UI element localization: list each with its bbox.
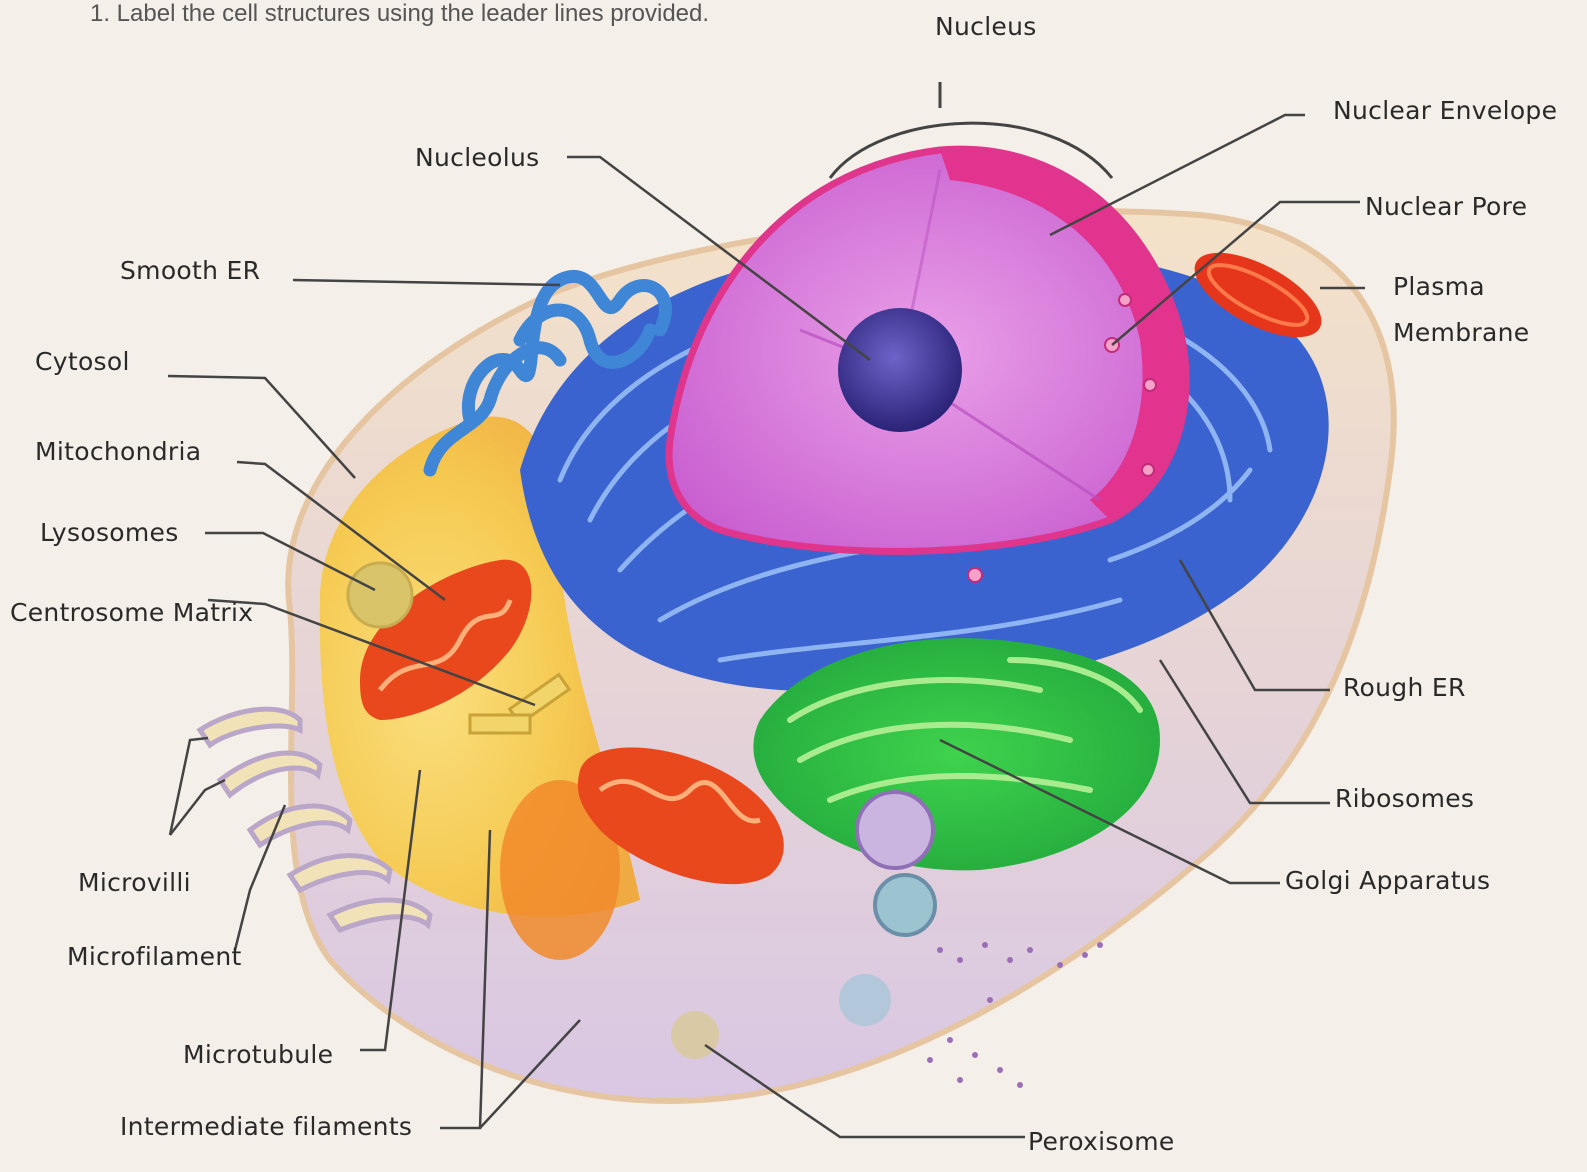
instruction-text: 1. Label the cell structures using the l… — [90, 0, 709, 28]
label-smooth-er: Smooth ER — [120, 256, 260, 285]
label-centrosome-matrix: Centrosome Matrix — [10, 598, 253, 627]
label-lysosomes: Lysosomes — [40, 518, 179, 547]
label-golgi-apparatus: Golgi Apparatus — [1285, 866, 1490, 895]
label-nucleus: Nucleus — [935, 12, 1037, 41]
label-intermediate-filaments: Intermediate filaments — [120, 1112, 412, 1141]
label-nucleolus: Nucleolus — [415, 143, 539, 172]
label-peroxisome: Peroxisome — [1028, 1127, 1175, 1156]
peroxisome-shape — [671, 1011, 719, 1059]
label-plasma-membrane-line1: Plasma — [1393, 272, 1485, 301]
label-mitochondria: Mitochondria — [35, 437, 201, 466]
label-ribosomes: Ribosomes — [1335, 784, 1474, 813]
vesicle-2 — [875, 875, 935, 935]
label-microfilament: Microfilament — [67, 942, 242, 971]
label-nuclear-envelope: Nuclear Envelope — [1333, 96, 1557, 125]
label-plasma-membrane-line2: Membrane — [1393, 318, 1529, 347]
label-nuclear-pore: Nuclear Pore — [1365, 192, 1527, 221]
vesicle-1 — [857, 792, 933, 868]
label-microtubule: Microtubule — [183, 1040, 333, 1069]
label-cytosol: Cytosol — [35, 347, 130, 376]
lysosome — [348, 563, 412, 627]
vesicle-3 — [839, 974, 891, 1026]
label-rough-er: Rough ER — [1343, 673, 1466, 702]
label-microvilli: Microvilli — [78, 868, 191, 897]
nucleolus-shape — [838, 308, 962, 432]
